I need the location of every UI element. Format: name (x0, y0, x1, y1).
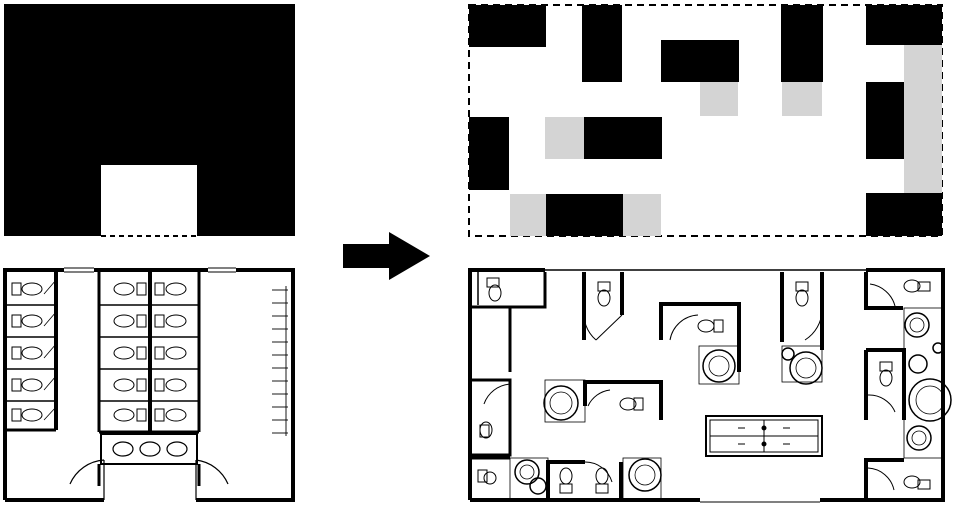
cubicle-wall (864, 272, 903, 310)
sink-basin (112, 441, 188, 457)
cubicle-wall (864, 458, 904, 500)
door-swing (584, 461, 613, 483)
solid-block (469, 5, 546, 47)
semi-open-zone (510, 194, 546, 236)
toilet-fixture (697, 319, 724, 333)
massing-after (468, 4, 943, 237)
solid-block (546, 194, 623, 236)
exterior-wall (468, 268, 545, 500)
toilet-fixture (479, 421, 493, 439)
solid-block (866, 82, 904, 159)
planter-box (509, 307, 943, 501)
cubicle-wall (470, 272, 547, 372)
toilet-fixture (619, 397, 644, 411)
sink-basin (709, 419, 819, 453)
door-swing (583, 307, 623, 341)
semi-open-zone (622, 194, 661, 236)
cubicle-wall (659, 302, 741, 372)
door-swing (869, 283, 896, 307)
stall-door (43, 279, 57, 421)
toilet-fixture (879, 361, 893, 387)
tree-icon (514, 312, 952, 495)
sink-island (705, 415, 823, 457)
door-swing (867, 394, 896, 413)
toilet-fixture (903, 279, 931, 293)
door-swing (587, 389, 611, 407)
solid-block (781, 5, 823, 82)
transition-arrow (343, 232, 430, 280)
cubicle-wall (582, 272, 624, 340)
stall-row-left (7, 304, 56, 432)
door-swing (867, 467, 895, 491)
semi-open-zone (782, 82, 822, 116)
solid-block (582, 5, 622, 82)
cubicle-wall (864, 348, 906, 420)
solid-block (584, 117, 662, 159)
plan-after (468, 268, 952, 503)
cubicle-wall (583, 380, 663, 420)
toilet-fixture (486, 277, 502, 302)
exterior-wall (866, 268, 945, 502)
toilet-fixture (154, 282, 187, 422)
cubicle-wall (470, 378, 512, 457)
solid-block (469, 117, 509, 190)
solid-block (661, 40, 739, 82)
toilet-fixture (597, 281, 611, 307)
door-swing (483, 383, 511, 405)
toilet-fixture (477, 467, 609, 494)
door-swing (804, 309, 823, 341)
exterior-wall (3, 268, 64, 500)
exterior-wall (196, 268, 295, 502)
stall-row-center (99, 304, 199, 434)
window (64, 267, 236, 273)
solid-block (866, 193, 942, 236)
plan-before (3, 267, 295, 502)
entry-door (69, 459, 229, 500)
door-swing (669, 314, 699, 341)
toilet-fixture (11, 282, 43, 422)
cubicle-wall (780, 272, 824, 350)
semi-open-zone (904, 45, 942, 193)
semi-open-zone (700, 82, 738, 116)
entry-void (101, 165, 197, 236)
cubicle-wall (546, 460, 623, 500)
massing-before (4, 4, 295, 237)
sink-counter (100, 433, 198, 465)
arrow-right-icon (343, 232, 430, 280)
toilet-fixture (795, 281, 809, 307)
solid-block (866, 5, 942, 45)
semi-open-zone (545, 117, 584, 159)
toilet-fixture (903, 475, 931, 490)
toilet-fixture (113, 282, 147, 422)
urinal-row (272, 286, 288, 436)
